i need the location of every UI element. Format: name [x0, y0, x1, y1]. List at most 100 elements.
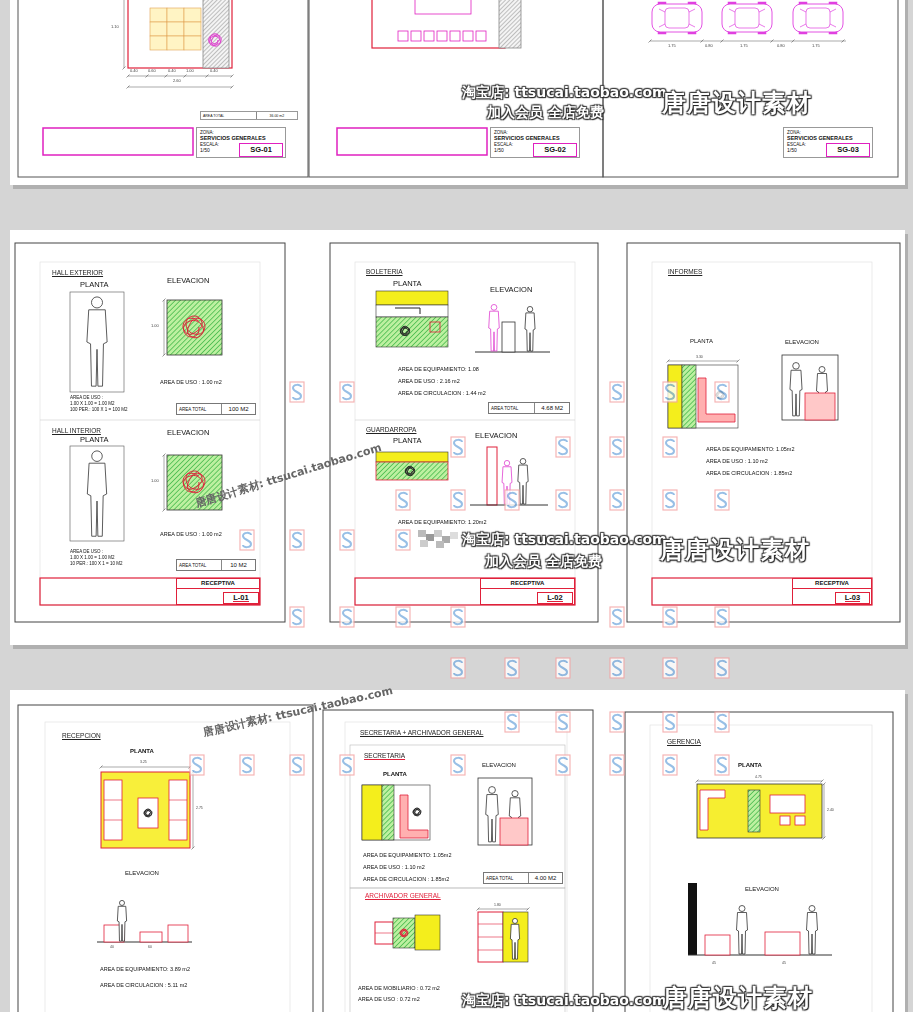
floor-tile	[150, 22, 167, 36]
watermark-logo	[451, 755, 465, 775]
area-note: AREA DE USO : 2.16 m2	[398, 378, 460, 384]
box-text: AREA TOTAL	[489, 403, 535, 413]
logo-frame	[505, 490, 519, 510]
box-text: ESCALA:	[494, 142, 513, 147]
logo-mark	[559, 758, 567, 772]
logo-frame	[715, 658, 729, 678]
logo-mark	[343, 385, 351, 399]
logo-mark	[454, 493, 462, 507]
logo-mark	[613, 661, 621, 675]
dimension-label: 4.75	[755, 775, 762, 779]
title-box	[40, 578, 260, 605]
sheet-frame	[652, 262, 872, 605]
box-text: SG-01	[250, 146, 272, 154]
blur-patch	[426, 534, 434, 541]
logo-mark	[293, 610, 301, 624]
watermark-logo	[505, 658, 519, 678]
dimension-tick	[527, 908, 530, 911]
area-note: AREA DE USO :	[70, 549, 103, 554]
shelving	[478, 912, 503, 962]
dimension-label: 2.40	[827, 808, 834, 812]
logo-frame	[556, 490, 570, 510]
area-note: AREA DE EQUIPAMIENTO: 1.08	[398, 366, 479, 372]
box-text: 1/50	[200, 147, 210, 153]
logo-mark	[718, 758, 726, 772]
logo-mark	[559, 440, 567, 454]
dimension-tick	[477, 908, 480, 911]
box-text: 100 M2	[222, 404, 255, 414]
logo-mark	[399, 610, 407, 624]
person-figure	[489, 311, 500, 351]
dimension-tick	[127, 86, 130, 89]
desk	[765, 932, 800, 955]
scribble-symbol	[209, 34, 222, 47]
box-text: 4.68 M2	[535, 403, 569, 413]
watermark-text: 唐唐设计素材	[662, 89, 812, 118]
watermark-text: 淘宝店: ttsucai.taobao.com	[462, 84, 667, 101]
logo-mark	[508, 493, 516, 507]
watermark-logo	[610, 607, 624, 627]
logo-mark	[454, 758, 462, 772]
watermark-logo	[663, 437, 677, 457]
person-figure	[491, 304, 497, 310]
logo-mark	[666, 493, 674, 507]
sofa	[705, 935, 730, 955]
logo-frame	[396, 607, 410, 627]
watermark-text: 加入会员 全店免费	[487, 104, 604, 121]
watermark-logo	[340, 530, 354, 550]
section-heading: SECRETARIA	[364, 752, 405, 759]
logo-frame	[610, 382, 624, 402]
dimension-tick	[231, 75, 234, 78]
logo-mark	[559, 715, 567, 729]
watermark-logo	[340, 755, 354, 775]
section-frame	[350, 745, 565, 888]
logo-frame	[610, 712, 624, 732]
car-line	[759, 24, 765, 27]
area-note: AREA DE CIRCULACION : 1.85m2	[706, 470, 792, 476]
logo-frame	[663, 712, 677, 732]
view-label: ELEVACION	[475, 432, 517, 441]
view-label: PLANTA	[393, 437, 422, 446]
person-figure	[525, 313, 535, 351]
logo-frame	[556, 712, 570, 732]
dimension-tick	[823, 783, 826, 786]
watermark-text: 唐唐设计素材	[660, 536, 810, 565]
logo-frame	[396, 530, 410, 550]
watermark-logo	[556, 490, 570, 510]
dimension-line	[478, 909, 528, 910]
sofa-line	[104, 820, 122, 821]
view-label: ELEVACION	[167, 277, 209, 286]
logo-frame	[290, 382, 304, 402]
logo-frame	[663, 755, 677, 775]
use-area	[682, 365, 696, 428]
section-heading: BOLETERIA	[366, 268, 402, 275]
logo-frame	[715, 755, 729, 775]
dimension-tick	[127, 75, 130, 78]
floor-tile	[184, 22, 201, 36]
counter	[502, 322, 515, 352]
dimension-label: 60	[148, 945, 152, 949]
dimension-line	[128, 87, 232, 88]
circulation-area	[415, 915, 440, 950]
logo-mark	[718, 493, 726, 507]
dimension-label: 0.80	[777, 44, 785, 49]
area-note: AREA DE CIRCULACION : 1.85m2	[363, 876, 449, 882]
logo-mark	[293, 385, 301, 399]
person-figure	[520, 458, 526, 464]
dimension-tick	[192, 847, 195, 850]
box-text: AREA TOTAL	[177, 560, 222, 570]
dimension-line	[101, 767, 190, 768]
cabinet-line	[375, 933, 393, 934]
box-text: ZONA:	[494, 130, 508, 135]
view-label: ELEVACION	[167, 429, 209, 438]
logo-mark	[559, 493, 567, 507]
watermark-logo	[396, 490, 410, 510]
logo-mark	[613, 493, 621, 507]
sofa-line	[169, 800, 187, 801]
section-heading: INFORMES	[668, 268, 702, 275]
counter	[805, 393, 835, 420]
box-text: AREA TOTAL	[484, 873, 529, 883]
box-text: SERVICIOS GENERALES	[200, 135, 266, 142]
